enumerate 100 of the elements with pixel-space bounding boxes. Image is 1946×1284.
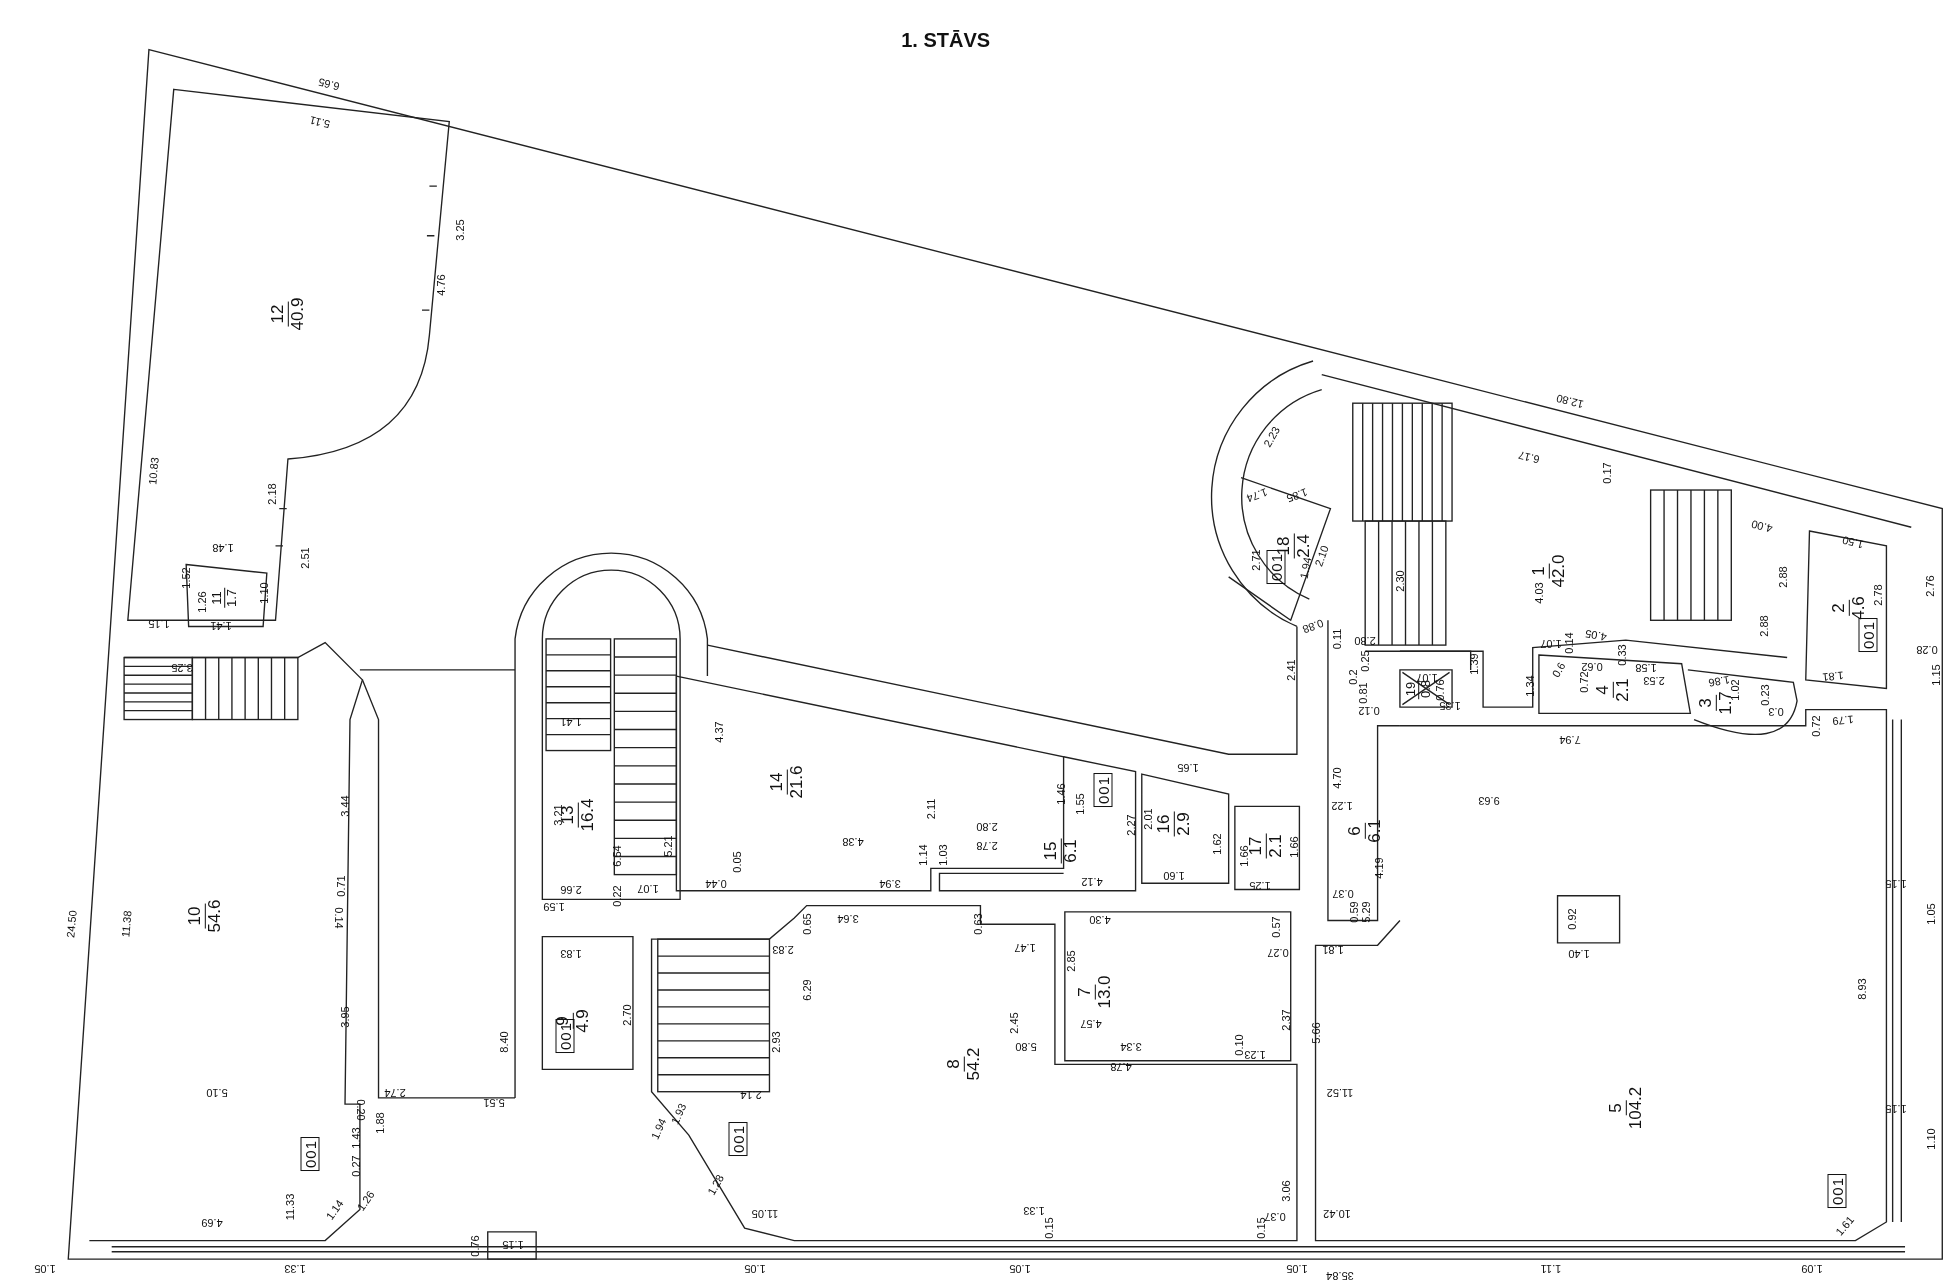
dimension-label: 0.57 <box>1270 916 1282 938</box>
dimension-label: 2.18 <box>266 483 278 505</box>
dimension-label: 1.55 <box>1074 793 1086 815</box>
dimension-label: 4.19 <box>1373 857 1385 880</box>
dimension-label: 2.01 <box>1142 808 1154 830</box>
dimension-label: 6.65 <box>317 76 341 93</box>
dimension-label: 2.27 <box>1125 814 1137 836</box>
dimension-label: 1.48 <box>212 541 235 553</box>
dimension-label: 1.81 <box>1821 669 1845 683</box>
dimension-label: 1.25 <box>1249 879 1271 891</box>
dimension-label: 2.70 <box>621 1004 633 1026</box>
dimension-label: 1.10 <box>258 582 270 604</box>
dimension-label: 2.30 <box>1394 569 1406 592</box>
dimension-label: 2.66 <box>560 884 582 895</box>
dimension-label: 1.14 <box>917 844 929 866</box>
dimension-label: 2.45 <box>1008 1012 1020 1035</box>
dimension-label: 0.71 <box>335 875 347 897</box>
dimension-label: 1.39 <box>1468 653 1480 675</box>
dimension-label: 0.44 <box>705 877 727 889</box>
dimension-label: 1.23 <box>1244 1049 1266 1060</box>
dimension-label: 0.62 <box>1581 660 1603 672</box>
dimension-label: 1.03 <box>937 844 949 866</box>
room-label: 8 54.2 <box>945 1047 984 1081</box>
dimension-label: 4.05 <box>1584 627 1608 643</box>
dimension-label: 2.78 <box>1872 584 1884 607</box>
dimension-label: 5.51 <box>483 1096 505 1108</box>
dimension-label: 4.57 <box>1080 1017 1102 1029</box>
dimension-label: 1.33 <box>1023 1204 1045 1216</box>
dimension-label: 1.52 <box>180 567 192 589</box>
dimension-label: 2.74 <box>383 1086 406 1098</box>
dimension-label: 1.94 <box>649 1116 669 1141</box>
dimension-label: 4.37 <box>713 721 725 743</box>
dimension-label: 0.20 <box>354 1099 366 1121</box>
dimension-label: 9.63 <box>1478 794 1500 806</box>
dimension-label: 5.66 <box>1310 1022 1322 1045</box>
dimension-label: 1.15 <box>1885 877 1908 889</box>
title: 1. STĀVS <box>901 28 991 52</box>
dimension-label: 1.11 <box>1541 1262 1562 1274</box>
dimension-label: 1.86 <box>1707 673 1731 689</box>
dimension-label: 8.40 <box>498 1031 510 1053</box>
dimension-label: 3.64 <box>836 912 859 924</box>
dimension-label: 3.94 <box>879 877 901 889</box>
dimension-label: 11.05 <box>751 1207 778 1219</box>
dimension-label: 1.94 <box>1298 556 1313 580</box>
dimension-label: 0.65 <box>801 913 813 935</box>
dimension-label: 6.54 <box>611 845 623 867</box>
dimension-label: 0.3 <box>1768 705 1784 717</box>
dimension-label: 0.14 <box>332 907 344 929</box>
dimension-label: 24.50 <box>65 910 79 939</box>
dimension-label: 1.60 <box>1163 869 1185 881</box>
dimension-label: 1.81 <box>1322 943 1344 955</box>
dimension-label: 5.80 <box>1015 1040 1038 1052</box>
dimension-label: 1.79 <box>1831 713 1855 726</box>
dimension-label: 1.07 <box>637 882 659 894</box>
dimension-label: 1.15 <box>501 1238 524 1250</box>
dimension-label: 1.09 <box>1801 1262 1823 1274</box>
dimension-label: 1.40 <box>1567 947 1590 959</box>
dimension-label: 3.06 <box>1280 1180 1292 1202</box>
dimension-label: 2.41 <box>1285 659 1297 681</box>
dimension-label: 1.83 <box>560 947 582 959</box>
dimension-label: 3.44 <box>339 795 351 818</box>
room-label: 14 21.6 <box>767 765 806 799</box>
dimension-label: 4.70 <box>1331 767 1343 789</box>
dimension-label: 2.88 <box>1758 615 1770 638</box>
dimension-label: 0.27 <box>350 1155 362 1177</box>
room-label: 12 40.9 <box>268 297 308 331</box>
dimension-label: 0.59 <box>1348 901 1360 923</box>
dimension-label: 1.65 <box>1177 761 1199 773</box>
dimension-label: 4.78 <box>1110 1060 1132 1072</box>
dimension-label: 2.51 <box>299 547 311 569</box>
dimension-label: 2.76 <box>1924 574 1936 597</box>
room-label: 16 2.9 <box>1154 811 1194 837</box>
dimension-label: 2.80 <box>975 820 998 832</box>
dimension-label: 0.33 <box>1616 644 1628 666</box>
dimension-label: 2.80 <box>1354 634 1376 646</box>
room-label: 4 2.1 <box>1594 677 1633 702</box>
dimension-label: 3.95 <box>339 1006 351 1028</box>
dimension-label: 0.25 <box>1359 650 1371 672</box>
dimension-label: 2.37 <box>1280 1009 1292 1031</box>
dimension-label: 0.11 <box>1331 628 1343 650</box>
dimension-label: 0.92 <box>1566 908 1578 930</box>
dimension-label: 0.23 <box>1759 684 1771 706</box>
dimension-label: 1.33 <box>284 1262 307 1274</box>
dimension-label: 0.10 <box>1233 1033 1245 1056</box>
dimension-label: 1.05 <box>1286 1262 1308 1274</box>
dimension-label: 0.72 <box>1810 715 1822 737</box>
room-label: 7 13.0 <box>1075 975 1114 1009</box>
dimension-label: 1.34 <box>1524 675 1536 697</box>
dimension-label: 1.05 <box>1925 903 1937 925</box>
room-label: 15 6.1 <box>1041 838 1081 864</box>
dimension-label: 4.00 <box>1750 518 1775 534</box>
dimension-label: 5.21 <box>662 835 674 857</box>
dimension-label: 0.12 <box>1358 704 1380 716</box>
dimension-label: 1.15 <box>1885 1102 1908 1114</box>
dimension-label: 1.15 <box>1930 664 1942 686</box>
dimension-label: 4.30 <box>1088 913 1111 925</box>
dimension-label: 1.93 <box>669 1102 689 1127</box>
dimension-label: 5.10 <box>206 1086 228 1098</box>
dimension-label: 0.22 <box>611 885 623 907</box>
dimension-label: 6.29 <box>801 979 813 1001</box>
